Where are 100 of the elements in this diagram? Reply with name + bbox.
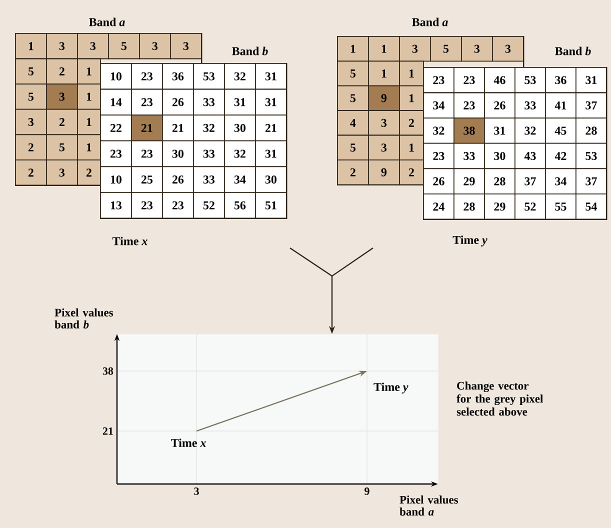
table-cell: 45 xyxy=(545,118,576,144)
y-tick-label: 21 xyxy=(102,427,113,435)
time-caption: Time x xyxy=(112,236,148,246)
table-cell: 1 xyxy=(399,134,424,160)
table-cell: 32 xyxy=(193,114,225,142)
table-cell: 46 xyxy=(484,67,516,94)
table-cell: 5 xyxy=(337,85,369,111)
table-cell: 36 xyxy=(162,63,194,90)
table-cell: 51 xyxy=(255,192,287,219)
table-cell: 3 xyxy=(46,33,78,60)
table-cell: 1 xyxy=(368,36,400,62)
table-cell: 33 xyxy=(454,142,485,170)
table-cell: 1 xyxy=(77,108,101,136)
table-cell: 34 xyxy=(224,166,256,193)
y-tick-label: 38 xyxy=(102,367,114,375)
table-cell: 23 xyxy=(454,92,485,118)
table-cell: 5 xyxy=(46,134,78,160)
table-cell: 2 xyxy=(337,160,369,186)
table-cell: 53 xyxy=(193,63,225,90)
table-cell: 9 xyxy=(368,85,400,111)
table-cell: 28 xyxy=(484,168,516,194)
grid-heading: Band b xyxy=(232,46,268,56)
table-cell: 10 xyxy=(100,63,132,90)
table-cell: 3 xyxy=(15,108,47,136)
x-axis-title: Pixel values band a xyxy=(400,496,458,516)
table-cell: 32 xyxy=(224,140,256,168)
table-cell: 2 xyxy=(399,110,424,136)
table-cell: 30 xyxy=(484,142,516,170)
table-cell: 37 xyxy=(576,92,607,118)
table-cell: 1 xyxy=(337,36,369,62)
table-cell: 31 xyxy=(255,140,287,168)
table-cell: 5 xyxy=(15,58,47,84)
table-cell: 31 xyxy=(224,88,256,116)
table-cell: 30 xyxy=(162,140,194,168)
table-cell: 36 xyxy=(545,67,576,94)
table-cell: 25 xyxy=(131,166,163,193)
table-cell: 33 xyxy=(514,92,546,118)
table-cell: 29 xyxy=(484,194,516,220)
table-cell: 55 xyxy=(545,194,576,220)
table-cell: 1 xyxy=(77,84,101,110)
table-cell: 31 xyxy=(576,67,607,94)
table-cell: 1 xyxy=(77,134,101,160)
table-cell: 31 xyxy=(484,118,516,144)
table-cell: 26 xyxy=(162,88,194,116)
table-cell: 3 xyxy=(492,36,524,62)
table-cell: 5 xyxy=(337,134,369,160)
grid-heading: Band a xyxy=(412,18,448,26)
table-cell: 1 xyxy=(77,58,101,84)
table-cell: 41 xyxy=(545,92,576,118)
table-cell: 3 xyxy=(399,36,431,62)
table-cell: 34 xyxy=(423,92,454,118)
table-cell: 13 xyxy=(100,192,132,219)
table-cell: 5 xyxy=(15,84,47,110)
table-cell: 3 xyxy=(77,33,109,60)
table-cell: 22 xyxy=(100,114,132,142)
table-cell: 23 xyxy=(131,88,163,116)
table-cell: 2 xyxy=(77,160,101,186)
table-cell: 3 xyxy=(139,33,171,60)
table-cell: 26 xyxy=(423,168,454,194)
table-cell: 33 xyxy=(193,88,225,116)
table-cell: 23 xyxy=(423,67,454,94)
table-cell: 38 xyxy=(454,118,485,144)
table-cell: 3 xyxy=(170,33,202,60)
table-cell: 37 xyxy=(576,168,607,194)
table-cell: 43 xyxy=(514,142,546,170)
table-cell: 28 xyxy=(454,194,485,220)
table-cell: 2 xyxy=(46,108,78,136)
x-tick-label: 3 xyxy=(194,488,199,495)
table-cell: 32 xyxy=(423,118,454,144)
table-cell: 23 xyxy=(131,140,163,168)
table-cell: 5 xyxy=(108,33,140,60)
table-cell: 3 xyxy=(368,110,400,136)
table-cell: 32 xyxy=(514,118,546,144)
table-cell: 26 xyxy=(162,166,194,193)
table-cell: 42 xyxy=(545,142,576,170)
table-cell: 29 xyxy=(454,168,485,194)
table-cell: 23 xyxy=(100,140,132,168)
table-cell: 2 xyxy=(399,160,424,186)
time-caption: Time y xyxy=(452,236,488,246)
table-cell: 24 xyxy=(423,194,454,220)
table-cell: 26 xyxy=(484,92,516,118)
table-cell: 53 xyxy=(576,142,607,170)
plot-area xyxy=(117,334,438,484)
note-text: Change vector for the grey pixel selected above xyxy=(456,382,543,416)
table-cell: 30 xyxy=(255,166,287,193)
table-cell: 3 xyxy=(46,84,78,110)
table-cell: 5 xyxy=(337,60,369,86)
table-cell: 32 xyxy=(224,63,256,90)
table-cell: 5 xyxy=(430,36,462,62)
table-cell: 52 xyxy=(193,192,225,219)
table-cell: 1 xyxy=(15,33,47,60)
table-cell: 23 xyxy=(423,142,454,170)
table-cell: 4 xyxy=(337,110,369,136)
table-cell: 23 xyxy=(454,67,485,94)
table-cell: 37 xyxy=(514,168,546,194)
table-cell: 33 xyxy=(193,166,225,193)
table-cell: 10 xyxy=(100,166,132,193)
table-cell: 52 xyxy=(514,194,546,220)
table-cell: 31 xyxy=(255,63,287,90)
table-cell: 3 xyxy=(46,160,78,186)
